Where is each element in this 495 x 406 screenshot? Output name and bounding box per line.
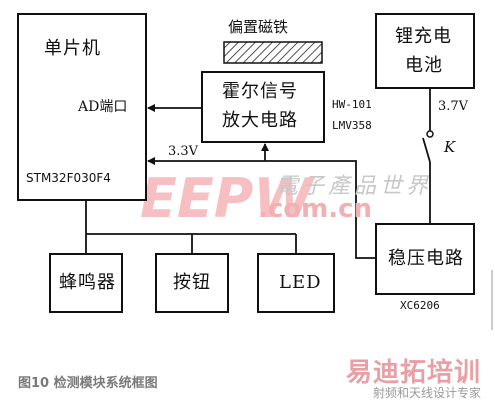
switch-k-label: K <box>444 138 456 156</box>
mcu-ad-port-label: AD端口 <box>78 99 128 115</box>
battery-voltage-label: 3.7V <box>438 99 469 114</box>
led-box <box>257 253 335 313</box>
regulator-box <box>375 223 475 295</box>
buzzer-label: 蜂鸣器 <box>59 272 116 293</box>
switch-blade <box>422 137 431 163</box>
supply-voltage-label: 3.3V <box>168 144 199 159</box>
hall-amp-line1: 霍尔信号 <box>222 81 298 102</box>
hall-amp-line2: 放大电路 <box>222 110 298 131</box>
magnet-block <box>223 41 323 64</box>
svg-text:EEPW: EEPW <box>140 167 315 230</box>
hall-chip-2: LMV358 <box>332 119 372 132</box>
brand-subtitle: 射频和天线设计专家 <box>372 386 481 400</box>
watermark-cn: 電子產品世界 <box>276 174 433 199</box>
button-label: 按钮 <box>173 272 211 293</box>
mcu-model-label: STM32F030F4 <box>26 171 111 185</box>
battery-line1: 锂充电 <box>395 26 452 47</box>
mcu-box <box>17 13 147 201</box>
regulator-label: 稳压电路 <box>388 248 464 269</box>
watermark-url: .com.cn <box>258 194 373 224</box>
mcu-title: 单片机 <box>44 38 101 59</box>
battery-line2: 电池 <box>405 55 443 76</box>
led-label: LED <box>279 272 322 293</box>
brand-watermark: 易迪拓培训 <box>345 358 481 388</box>
switch-top-contact <box>426 130 434 138</box>
eepw-logo-watermark: EEPW <box>140 167 315 230</box>
magnet-label: 偏置磁铁 <box>228 18 289 36</box>
button-box <box>155 253 229 313</box>
regulator-chip-label: XC6206 <box>400 299 440 312</box>
hall-amp-box <box>201 71 325 143</box>
hall-chip-1: HW-101 <box>332 98 372 111</box>
buzzer-box <box>49 253 123 313</box>
battery-box <box>375 13 475 89</box>
figure-caption: 图10 检测模块系统框图 <box>18 376 158 391</box>
